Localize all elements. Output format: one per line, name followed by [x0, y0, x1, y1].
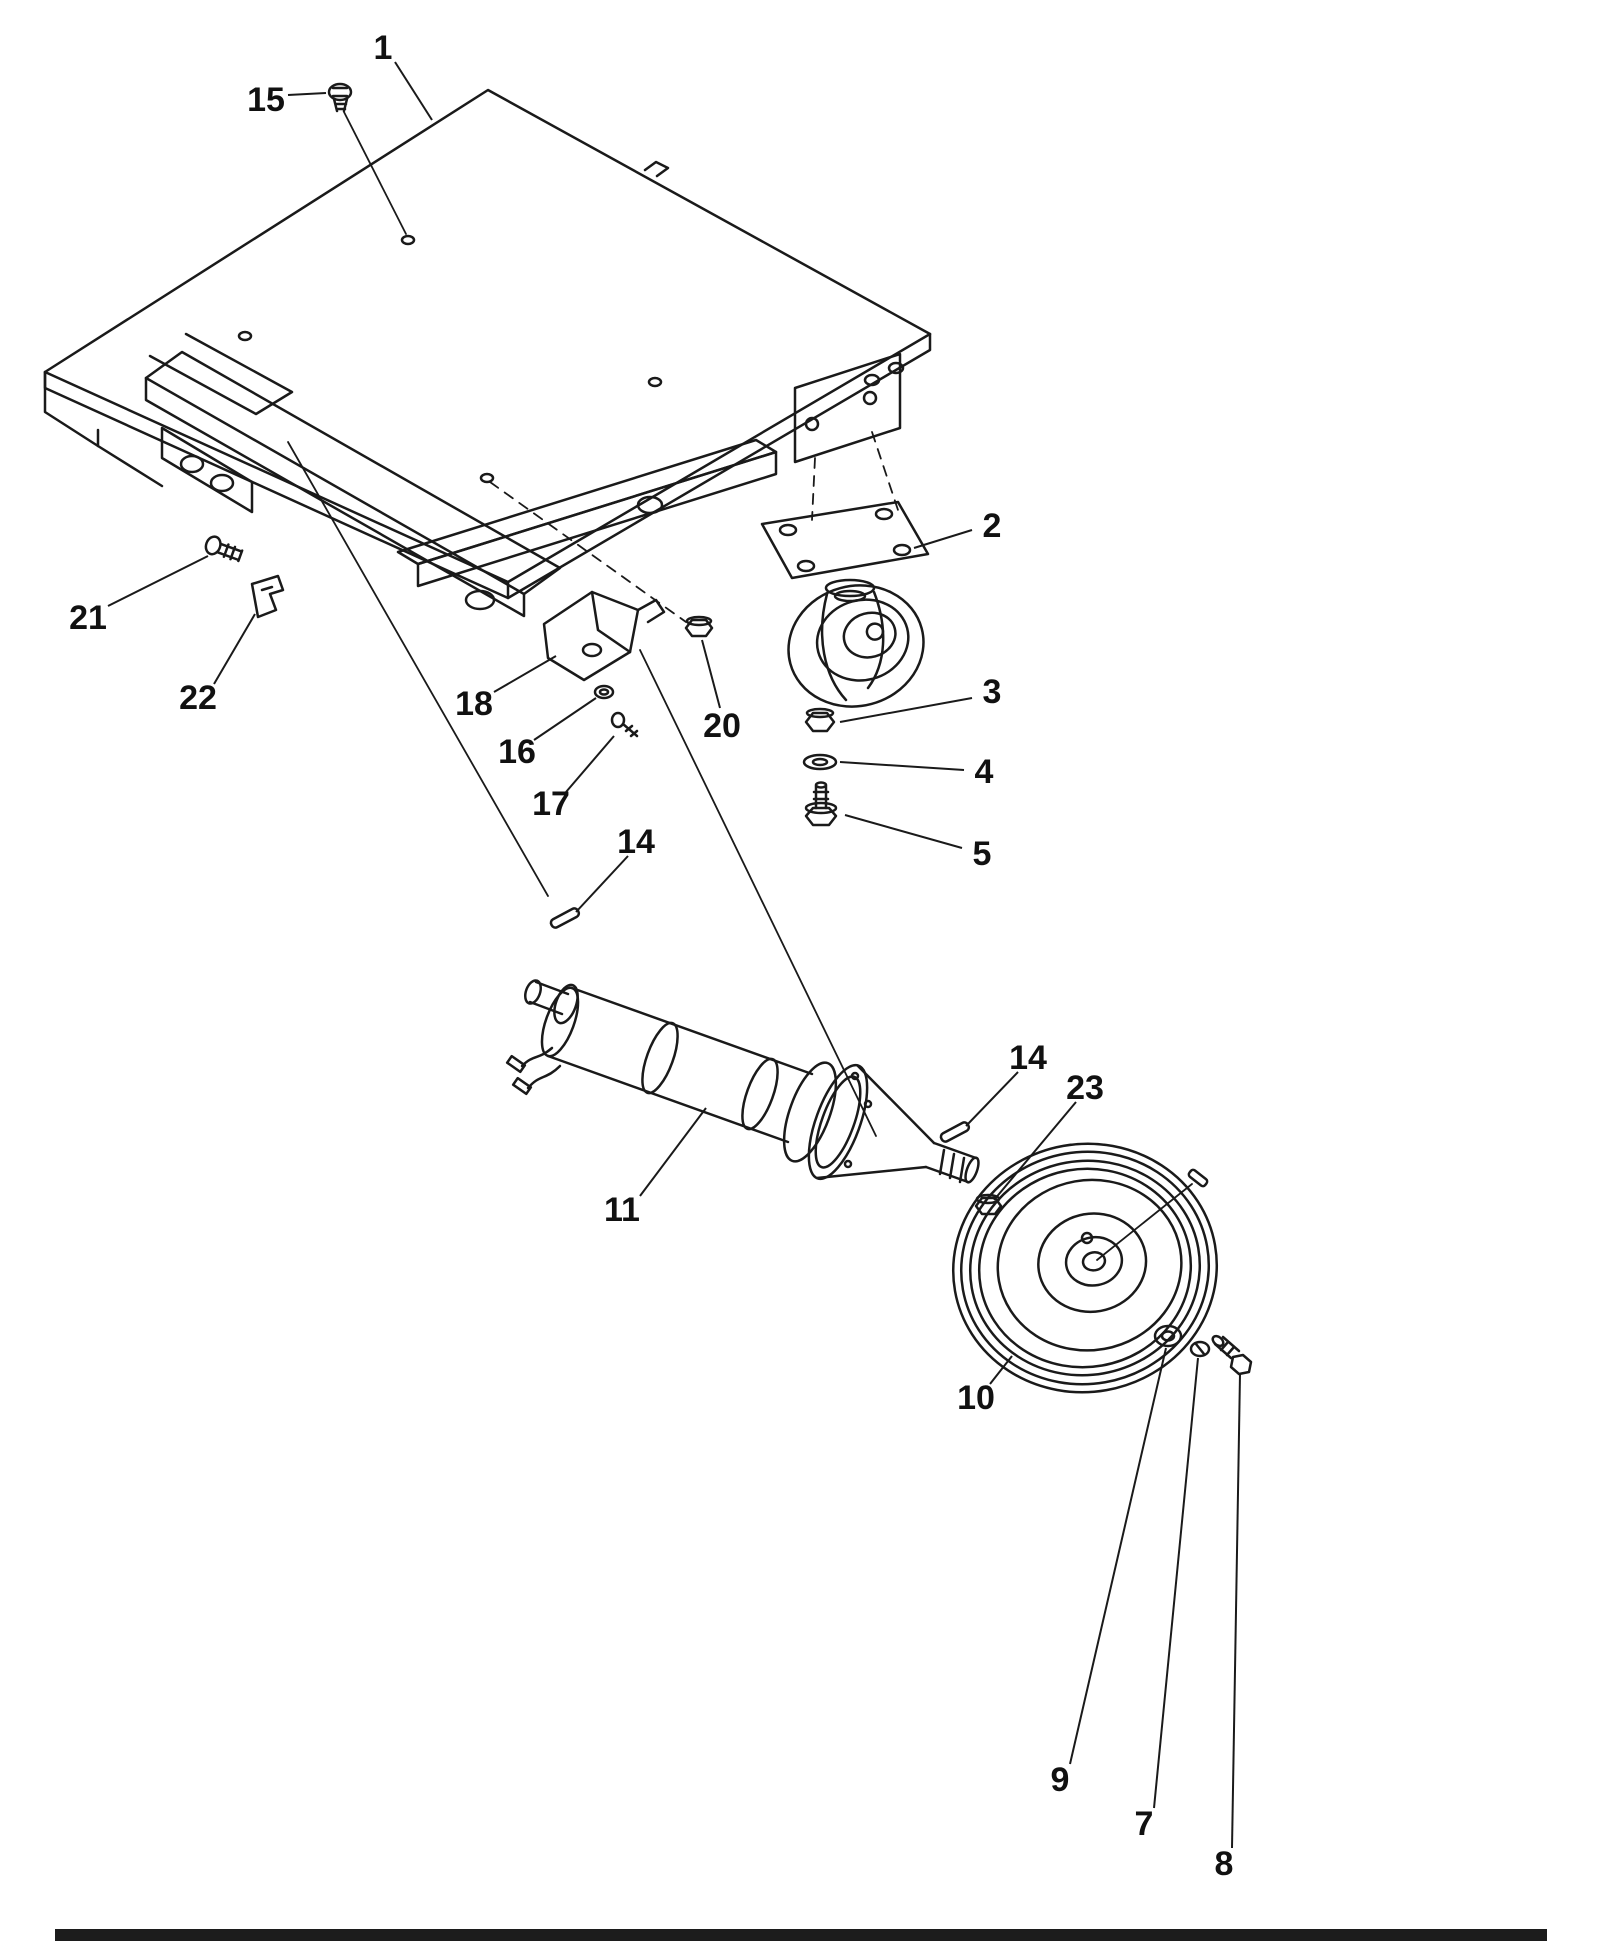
wheel	[951, 1142, 1219, 1394]
motor-bracket-18	[542, 590, 666, 682]
callout-1: 1	[374, 29, 393, 67]
leader-line-3	[839, 697, 973, 723]
drive-motor	[505, 979, 980, 1184]
frame-channel	[144, 350, 778, 618]
hub-hole	[1080, 1231, 1094, 1245]
callout-7: 7	[1135, 1805, 1154, 1843]
leader-line-15	[287, 92, 327, 96]
callout-10: 10	[957, 1379, 995, 1417]
locknut-20	[684, 615, 714, 638]
screw-21	[204, 535, 244, 563]
locknut-3	[804, 707, 836, 733]
leader-line-17	[565, 735, 615, 793]
bolt-5	[804, 781, 838, 827]
callout-14: 14	[1009, 1039, 1047, 1077]
callout-14: 14	[617, 823, 655, 861]
callout-8: 8	[1215, 1845, 1234, 1883]
callout-11: 11	[604, 1191, 640, 1229]
key-14-upper	[549, 907, 581, 929]
callout-2: 2	[983, 507, 1002, 545]
leader-line-7	[1153, 1357, 1199, 1809]
washer-9	[1153, 1324, 1183, 1348]
leader-line-16	[533, 697, 597, 741]
callout-15: 15	[247, 81, 285, 119]
leader-line-5	[844, 814, 963, 849]
clip-22	[250, 574, 285, 619]
leader-line-23	[993, 1101, 1077, 1201]
callout-20: 20	[703, 707, 741, 745]
screw-15	[327, 82, 407, 235]
callout-17: 17	[532, 785, 570, 823]
page-edge-rule	[55, 1929, 1547, 1941]
callout-22: 22	[179, 679, 217, 717]
leader-line-14	[965, 1071, 1019, 1127]
callout-23: 23	[1066, 1069, 1104, 1107]
callout-18: 18	[455, 685, 493, 723]
caster-mount-bracket	[793, 352, 905, 521]
leader-line-21	[107, 555, 209, 607]
screw-17	[610, 711, 639, 738]
washer-16	[593, 684, 615, 700]
leader-line-4	[839, 761, 965, 771]
washer-4	[802, 753, 838, 771]
callout-3: 3	[983, 673, 1002, 711]
leader-line-18	[493, 655, 557, 693]
callout-4: 4	[975, 753, 994, 791]
caster-assembly	[760, 500, 930, 708]
leader-line-14	[575, 855, 629, 913]
callout-5: 5	[973, 835, 992, 873]
leader-line-11	[639, 1107, 707, 1197]
axle-pin	[1096, 1168, 1209, 1261]
lock-washer-7	[1189, 1340, 1211, 1358]
leader-line-8	[1231, 1373, 1241, 1849]
leader-line-1	[394, 61, 433, 121]
callout-21: 21	[69, 599, 107, 637]
callout-9: 9	[1051, 1761, 1070, 1799]
left-flange	[43, 370, 254, 514]
chassis-plate	[43, 88, 932, 600]
bolt-8	[1211, 1334, 1253, 1376]
leader-line-9	[1069, 1347, 1167, 1765]
alignment-lines	[287, 441, 877, 1137]
key-14-lower	[939, 1121, 971, 1143]
leader-line-20	[701, 639, 721, 709]
callout-16: 16	[498, 733, 536, 771]
leader-line-10	[989, 1355, 1013, 1385]
diagram-artwork	[43, 82, 1547, 1941]
leader-line-2	[913, 529, 973, 549]
leader-line-22	[213, 613, 256, 685]
